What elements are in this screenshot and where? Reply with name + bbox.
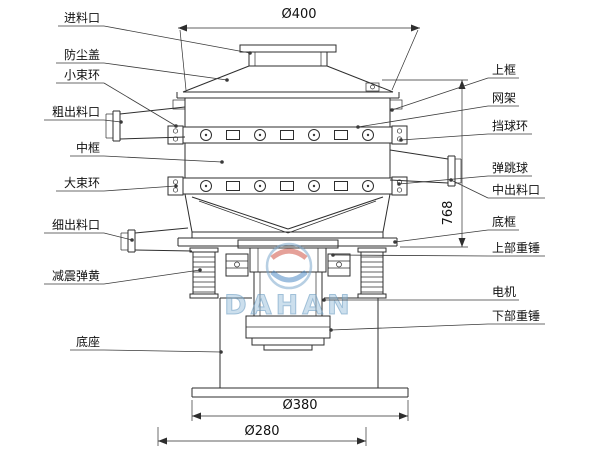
dimension-height-text: 768 xyxy=(441,201,456,226)
middle-frame-shape xyxy=(184,143,391,178)
dimension-base-outer-text: Ø380 xyxy=(282,398,317,413)
label-middle-outlet: 中出料口 xyxy=(492,182,540,197)
dimension-base-inner-text: Ø280 xyxy=(244,424,279,439)
base-shape xyxy=(191,297,409,398)
dimension-top-diameter-text: Ø400 xyxy=(281,7,316,22)
middle-outlet-shape xyxy=(389,149,462,187)
label-coarse-outlet: 粗出料口 xyxy=(52,105,100,119)
label-fine-outlet: 细出料口 xyxy=(52,218,100,232)
label-small-clamp-ring: 小束环 xyxy=(64,68,100,82)
dimension-base-inner: Ø280 xyxy=(157,424,367,446)
label-base: 底座 xyxy=(76,334,100,349)
label-bottom-frame: 底框 xyxy=(492,214,516,229)
motor-assembly-shape xyxy=(225,239,351,351)
label-motor: 电机 xyxy=(492,285,516,299)
watermark-text: DAHAN xyxy=(224,290,353,321)
feed-inlet-shape xyxy=(239,44,337,66)
label-damping-spring: 减震弹黄 xyxy=(52,269,100,283)
dimension-top-diameter: Ø400 xyxy=(178,7,420,91)
label-upper-weight: 上部重锤 xyxy=(492,240,540,255)
clamp-band-upper-shape xyxy=(167,125,408,145)
cone-shape xyxy=(184,193,391,234)
coarse-outlet-shape xyxy=(105,106,186,142)
label-dust-cover: 防尘盖 xyxy=(64,47,100,62)
label-feed-inlet: 进料口 xyxy=(64,11,100,25)
dimension-base-outer: Ø380 xyxy=(191,398,409,421)
label-ball-stop-ring: 挡球环 xyxy=(492,119,528,133)
watermark-logo xyxy=(265,242,313,290)
label-mesh-frame: 网架 xyxy=(492,91,516,105)
fine-outlet-shape xyxy=(120,227,193,253)
leader-lines-right xyxy=(322,77,545,332)
label-bouncing-ball: 弹跳球 xyxy=(492,161,528,175)
dimension-height: 768 xyxy=(382,79,468,248)
label-upper-frame: 上框 xyxy=(492,63,516,77)
upper-frame-shape xyxy=(172,98,403,127)
spring-left-shape xyxy=(189,247,219,299)
label-lower-weight: 下部重锤 xyxy=(492,308,540,323)
label-large-clamp-ring: 大束环 xyxy=(64,176,100,190)
label-middle-frame: 中框 xyxy=(76,140,100,155)
dust-cover-shape xyxy=(176,65,400,99)
clamp-band-lower-shape xyxy=(167,176,408,196)
leader-lines-left xyxy=(44,25,252,354)
bottom-frame-shape xyxy=(177,231,398,247)
